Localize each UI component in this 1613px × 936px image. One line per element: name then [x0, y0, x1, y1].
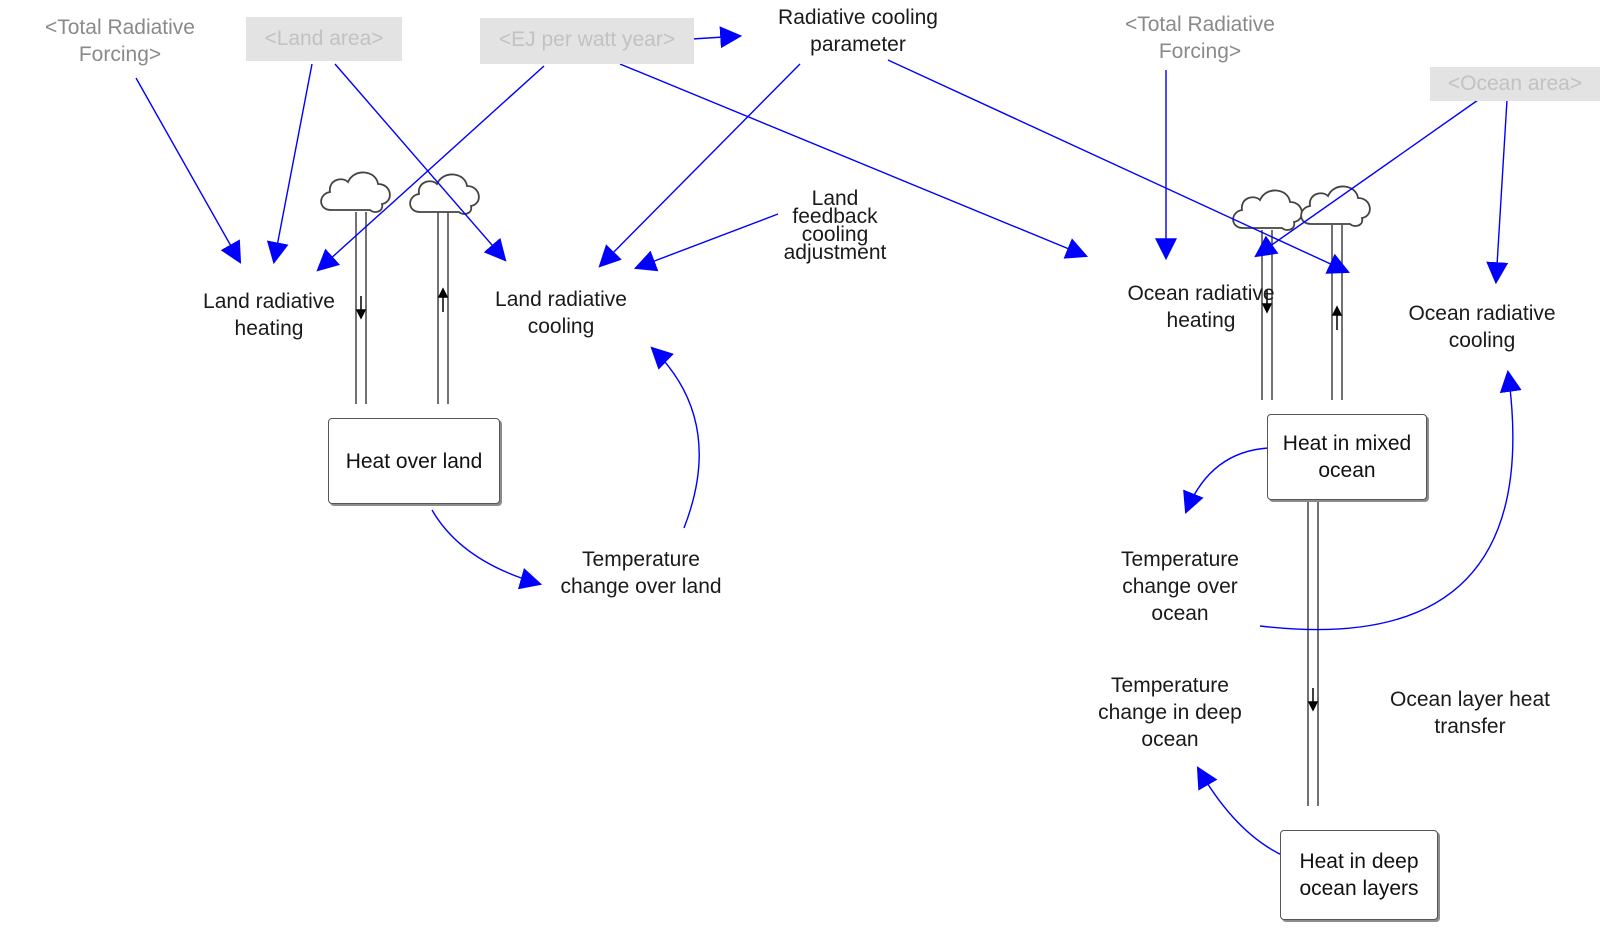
link-arrow: [1254, 99, 1479, 258]
ocean-radiative-heating-flow: Ocean radiative heating: [1127, 282, 1275, 332]
temperature-change-over-ocean: Temperature change over ocean: [1121, 548, 1239, 625]
ocean-heating-pipe: [1261, 230, 1273, 400]
cloud-icon: [409, 173, 480, 215]
link-arrow: [334, 63, 507, 262]
link-arrow: [1183, 447, 1269, 515]
heat-in-deep-ocean-layers-stock: Heat in deep ocean layers: [1280, 830, 1438, 920]
land-feedback-cooling-adjustment: Land feedback cooling adjustment: [783, 187, 887, 264]
land-cooling-direction-arrow: [437, 287, 449, 312]
cloud-icon: [1300, 185, 1371, 227]
ocean-area-shadow: <Ocean area>: [1430, 67, 1600, 101]
temperature-change-over-land: Temperature change over land: [560, 548, 722, 598]
land-heating-pipe: [355, 212, 367, 404]
link-arrow: [1486, 99, 1509, 285]
ocean-layer-heat-transfer-flow: Ocean layer heat transfer: [1390, 688, 1550, 738]
link-arrow: [1259, 369, 1522, 631]
land-cooling-pipe: [437, 212, 449, 404]
link-arrow: [1196, 766, 1285, 857]
link-arrow: [431, 509, 543, 590]
temperature-change-in-deep-ocean: Temperature change in deep ocean: [1098, 674, 1242, 751]
link-arrow: [266, 63, 313, 265]
radiative-cooling-parameter: Radiative cooling parameter: [778, 6, 938, 56]
ocean-radiative-cooling-flow: Ocean radiative cooling: [1408, 302, 1556, 352]
link-arrow: [135, 77, 242, 264]
total-radiative-forcing-shadow-right: <Total Radiative Forcing>: [1124, 13, 1275, 63]
ej-per-watt-year-shadow: <EJ per watt year>: [480, 18, 694, 64]
land-heating-direction-arrow: [355, 296, 367, 320]
ocean-transfer-direction-arrow: [1307, 688, 1319, 712]
land-area-shadow: <Land area>: [246, 17, 402, 61]
land-radiative-heating-flow: Land radiative heating: [203, 290, 335, 340]
link-arrow: [633, 213, 779, 272]
link-arrow: [619, 63, 1089, 259]
cloud-icon: [320, 171, 391, 213]
cloud-icon: [1232, 189, 1303, 231]
link-arrow: [316, 65, 545, 272]
heat-over-land-stock: Heat over land: [328, 418, 500, 504]
ocean-cooling-direction-arrow: [1331, 305, 1343, 330]
heat-in-mixed-ocean-stock: Heat in mixed ocean: [1267, 414, 1427, 500]
total-radiative-forcing-shadow-left: <Total Radiative Forcing>: [44, 16, 195, 66]
land-radiative-cooling-flow: Land radiative cooling: [495, 288, 627, 338]
link-arrow: [650, 346, 700, 529]
link-arrow: [598, 63, 801, 268]
ocean-heating-direction-arrow: [1261, 290, 1273, 314]
ocean-layer-transfer-pipe: [1307, 484, 1319, 806]
